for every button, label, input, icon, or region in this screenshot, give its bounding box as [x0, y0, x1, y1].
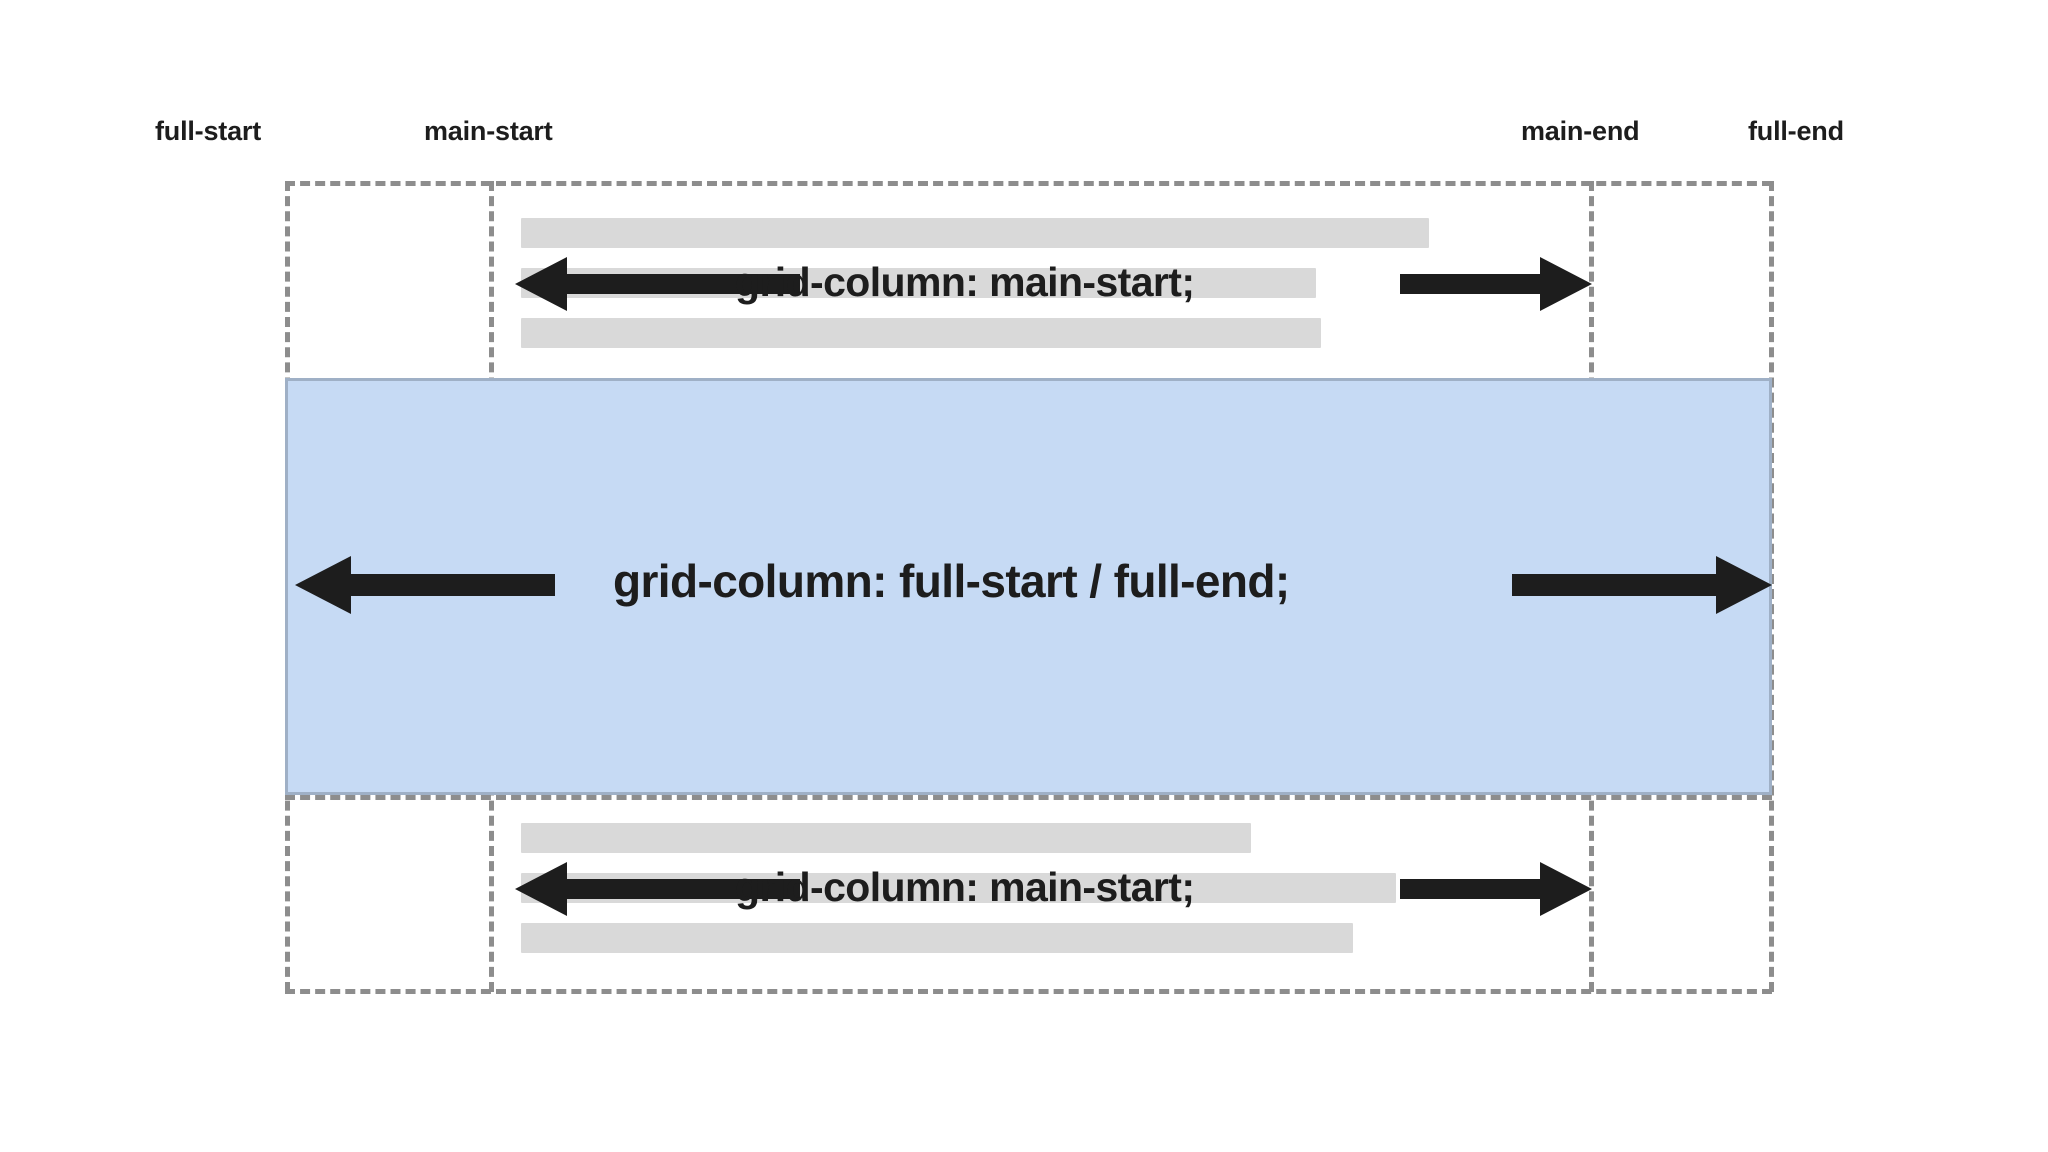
placeholder-bar: [521, 218, 1429, 248]
placeholder-bar: [521, 318, 1321, 348]
grid-line-row-1-start: [285, 181, 1772, 186]
column-label-full-start: full-start: [155, 116, 262, 146]
grid-line-row-3-end: [285, 989, 1772, 994]
column-label-main-start: main-start: [424, 116, 553, 146]
placeholder-bar: [521, 923, 1353, 953]
column-label-main-end: main-end: [1521, 116, 1640, 146]
full-row-code-label: grid-column: full-start / full-end;: [613, 555, 1290, 607]
bottom-row-code-label: grid-column: main-start;: [735, 864, 1195, 910]
column-label-full-end: full-end: [1748, 116, 1844, 146]
placeholder-bar: [521, 823, 1251, 853]
grid-line-row-3-start: [285, 795, 1772, 800]
top-row-code-label: grid-column: main-start;: [735, 259, 1195, 305]
